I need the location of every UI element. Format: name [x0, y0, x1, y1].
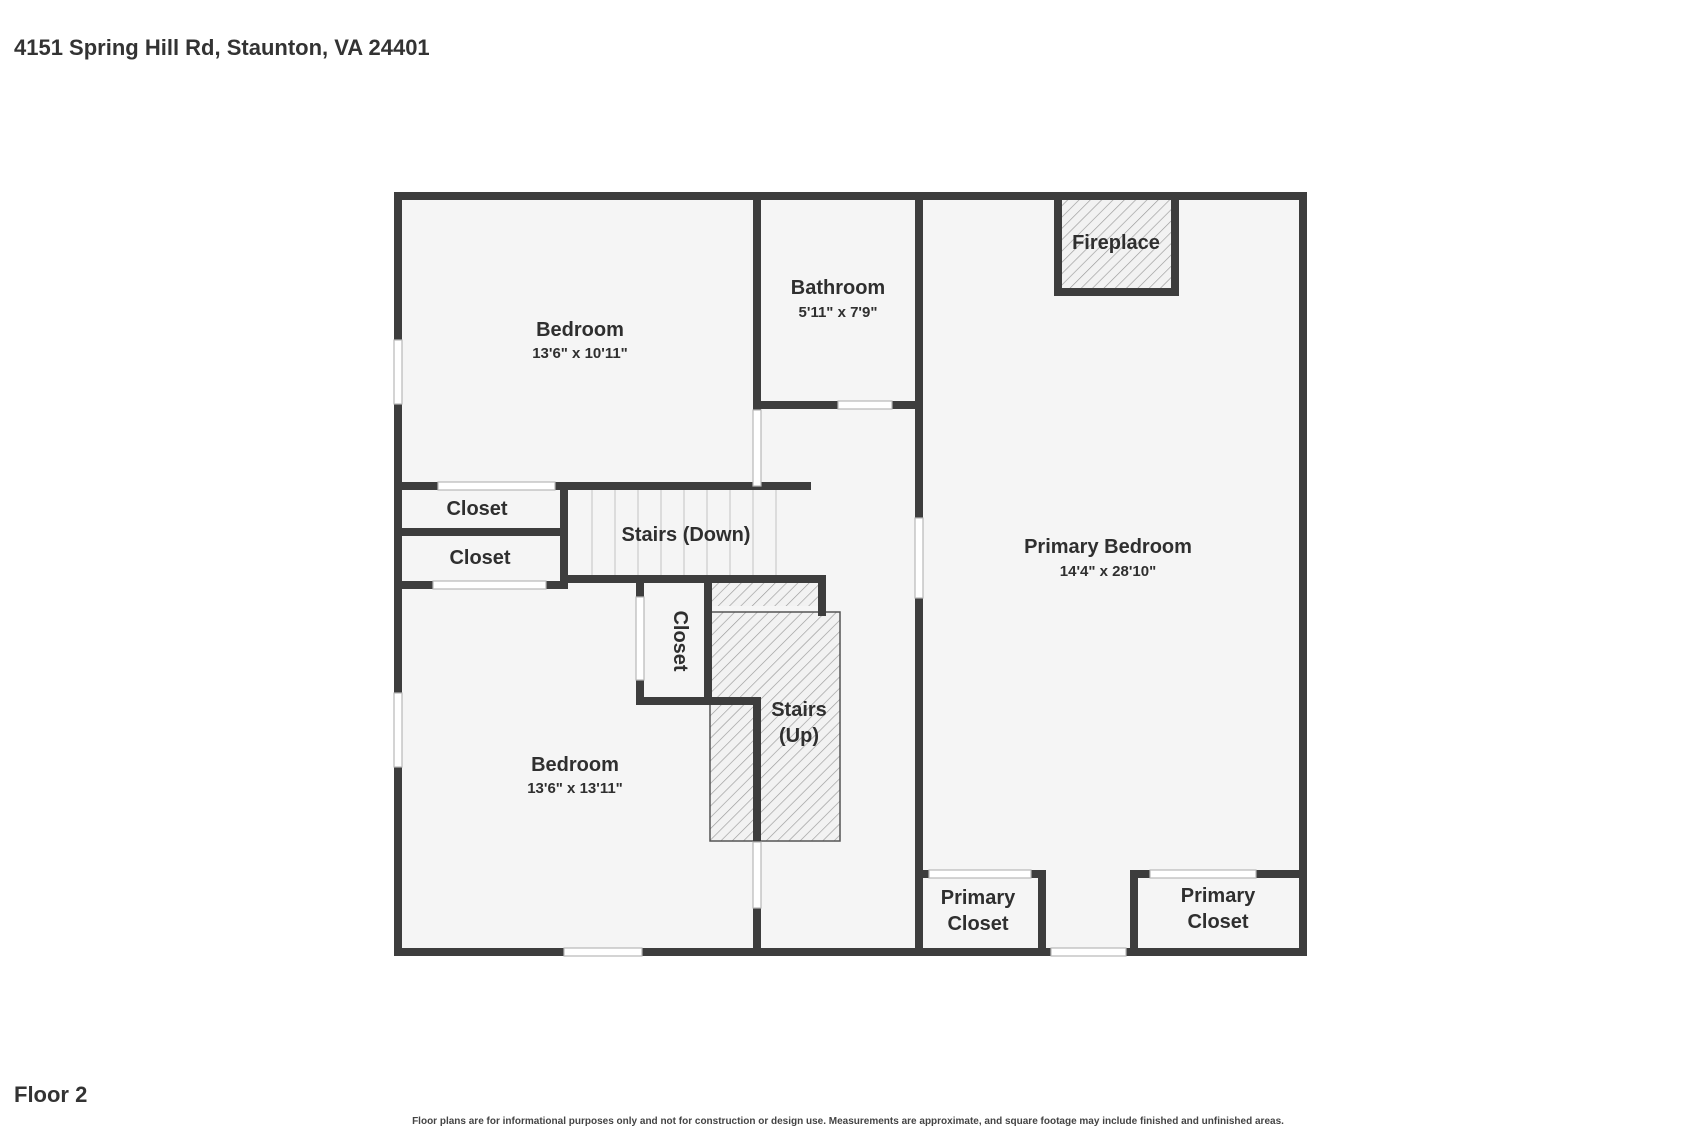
- fireplace-hatch: [1062, 196, 1175, 289]
- primary-closet-left-line2: Closet: [947, 913, 1008, 935]
- bathroom-name: Bathroom: [791, 277, 885, 299]
- primary-closet-right-line1: Primary: [1181, 885, 1256, 907]
- property-address: 4151 Spring Hill Rd, Staunton, VA 24401: [14, 35, 430, 60]
- primary-bedroom-name: Primary Bedroom: [1024, 536, 1192, 558]
- stairs-up-label-line1: Stairs: [771, 699, 827, 721]
- closet-2-label: Closet: [449, 547, 510, 569]
- bathroom-dims: 5'11" x 7'9": [799, 304, 878, 321]
- windows: [393, 339, 1257, 957]
- closet-vertical-label: Closet: [669, 610, 691, 671]
- bedroom-bottom-name: Bedroom: [531, 754, 619, 776]
- walls: [394, 192, 1307, 956]
- landing-hatch: [710, 583, 819, 606]
- floor-area: [398, 196, 1303, 952]
- stairs-down-treads: [591, 490, 777, 575]
- floor-label: Floor 2: [14, 1082, 88, 1107]
- primary-closet-right-line2: Closet: [1187, 911, 1248, 933]
- stairs-down-label: Stairs (Down): [622, 524, 751, 546]
- fireplace-label: Fireplace: [1072, 232, 1160, 254]
- closet-1-label: Closet: [446, 498, 507, 520]
- stairs-up-label-line2: (Up): [779, 725, 819, 747]
- bedroom-top-name: Bedroom: [536, 319, 624, 341]
- disclaimer-text: Floor plans are for informational purpos…: [412, 1116, 1284, 1127]
- primary-bedroom-dims: 14'4" x 28'10": [1060, 563, 1156, 580]
- primary-closet-left-line1: Primary: [941, 887, 1016, 909]
- stairs-up-hatch: [709, 611, 841, 842]
- bedroom-bottom-dims: 13'6" x 13'11": [527, 780, 623, 797]
- bedroom-top-dims: 13'6" x 10'11": [532, 345, 628, 362]
